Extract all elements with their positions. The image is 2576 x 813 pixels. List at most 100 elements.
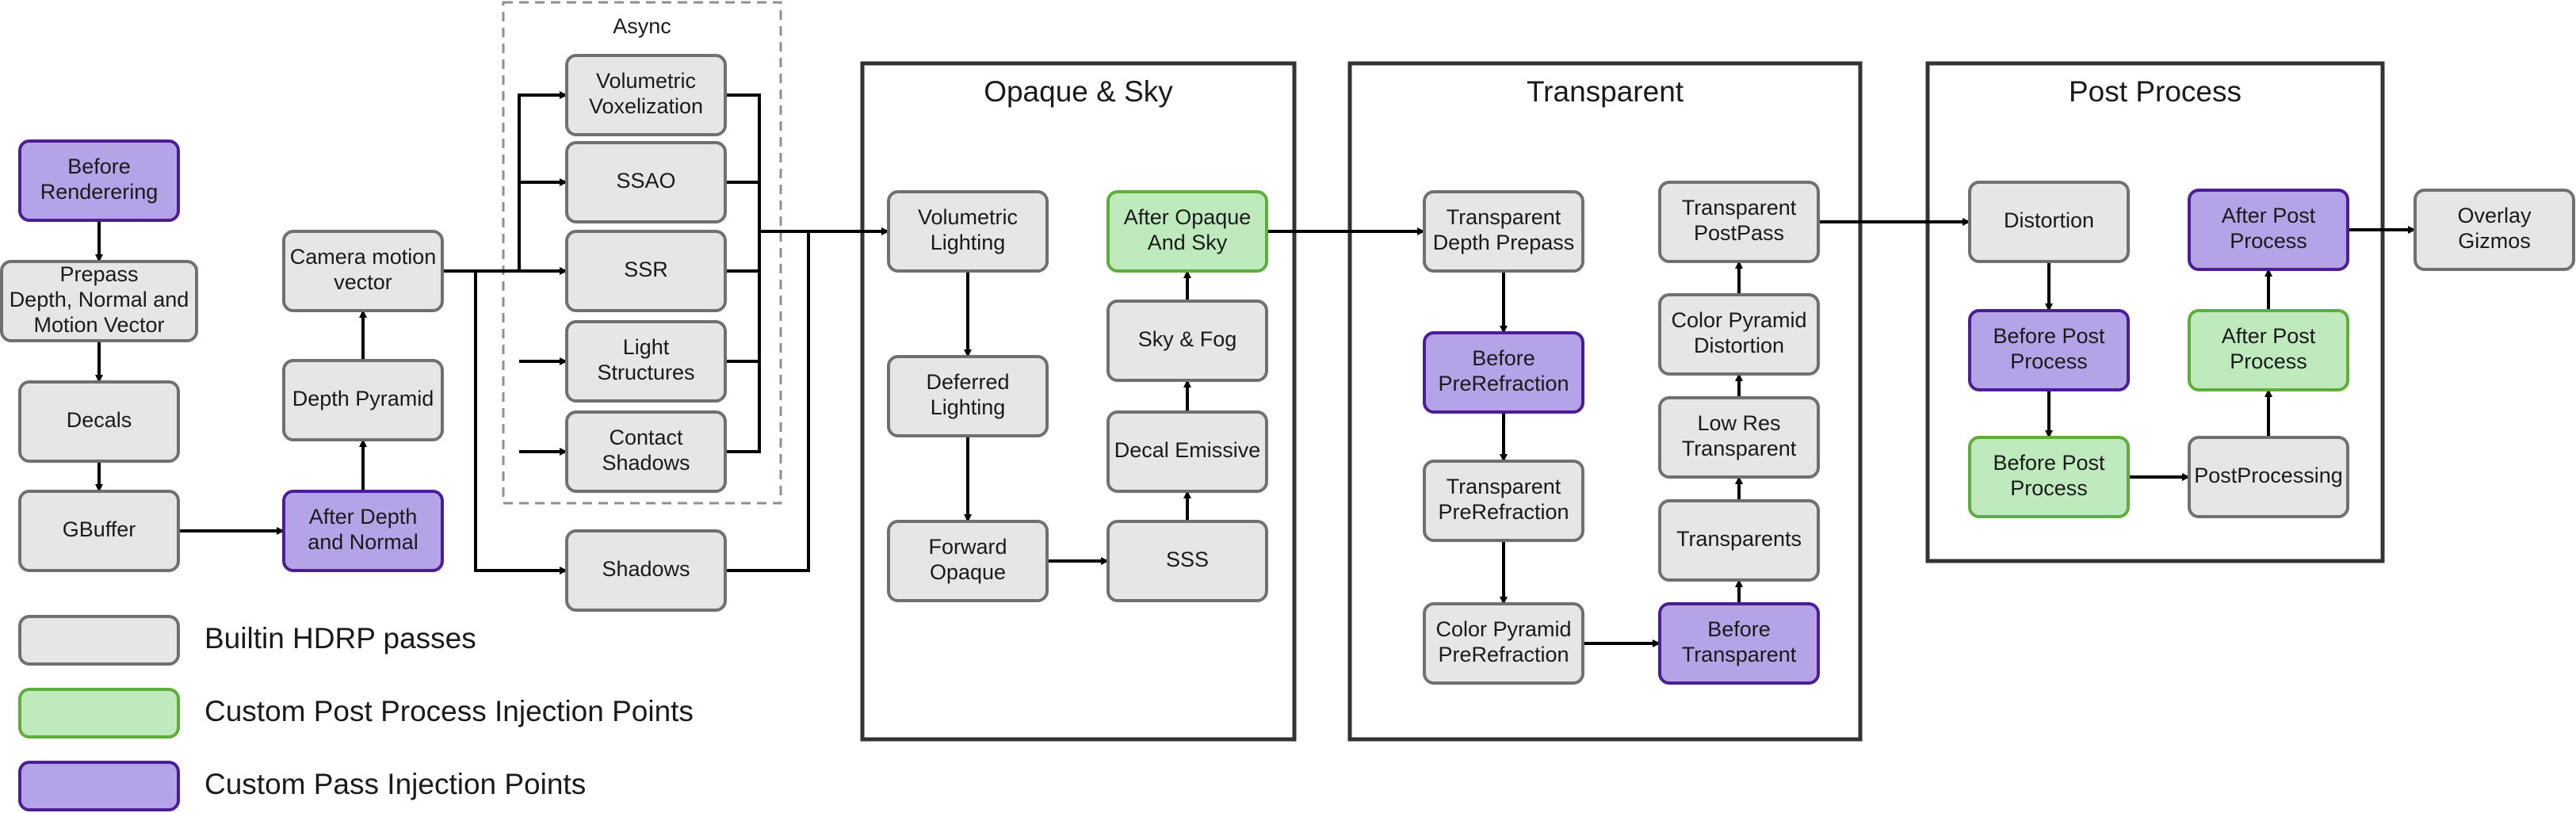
group-frame-opaque-sky <box>860 61 1297 742</box>
legend-label-builtin: Builtin HDRP passes <box>204 622 476 655</box>
node-ssr: SSR <box>565 230 727 312</box>
legend-label-post: Custom Post Process Injection Points <box>204 695 694 727</box>
node-before-post-process-injection: Before PostProcess <box>1968 436 2130 518</box>
node-label-after-depth-normal: and Normal <box>308 530 419 554</box>
node-label-color-pyr-prerefraction: Color Pyramid <box>1435 617 1571 641</box>
node-label-after-post-process-custom: After Post <box>2222 204 2316 227</box>
node-box-forward-opaque <box>887 520 1049 602</box>
group-frame-async <box>502 1 782 505</box>
node-label-before-prerefraction: PreRefraction <box>1438 372 1569 395</box>
node-label-transp-depth-prepass: Transparent <box>1447 205 1561 229</box>
node-label-light-structures: Light <box>623 335 670 359</box>
node-box-before-post-process-injection <box>1968 436 2130 518</box>
edges <box>95 91 2416 647</box>
node-label-postprocessing: PostProcessing <box>2194 464 2343 487</box>
node-label-forward-opaque: Forward <box>928 535 1007 559</box>
node-box-before-transparent <box>1658 602 1820 685</box>
node-label-sky-fog: Sky & Fog <box>1138 327 1237 351</box>
node-label-after-depth-normal: After Depth <box>309 505 418 529</box>
group-frame-transparent <box>1347 61 1863 742</box>
node-box-decal-emissive <box>1106 410 1268 493</box>
legend-swatch-builtin <box>18 615 180 666</box>
node-label-after-opaque-sky: And Sky <box>1148 231 1228 254</box>
legend-swatch-post <box>18 688 180 739</box>
node-label-forward-opaque: Opaque <box>930 560 1006 584</box>
node-label-before-rendering: Before <box>67 155 131 178</box>
node-postprocessing: PostProcessing <box>2188 436 2349 518</box>
node-before-post-process-custom: Before PostProcess <box>1968 309 2130 391</box>
group-title-opaque-sky: Opaque & Sky <box>984 75 1173 108</box>
node-label-low-res-transparent: Low Res <box>1697 411 1780 435</box>
group-title-transparent: Transparent <box>1527 75 1684 108</box>
node-label-deferred-lighting: Deferred <box>926 370 1009 394</box>
node-label-decals: Decals <box>67 408 132 432</box>
edge-async-bus <box>725 94 761 453</box>
node-label-low-res-transparent: Transparent <box>1682 437 1797 460</box>
node-label-contact-shadows: Contact <box>609 426 683 449</box>
node-decal-emissive: Decal Emissive <box>1106 410 1268 493</box>
node-label-vol-lighting: Lighting <box>931 231 1006 254</box>
node-box-overlay-gizmos <box>2414 189 2575 271</box>
node-box-transp-prerefraction <box>1423 460 1584 542</box>
node-after-post-process-custom: After PostProcess <box>2188 189 2349 271</box>
edge-shadows-to-vol-lighting <box>725 227 889 572</box>
node-label-camera-motion: vector <box>334 270 392 294</box>
node-label-after-post-process-injection: After Post <box>2222 324 2316 348</box>
node-label-vol-voxel: Volumetric <box>596 69 696 93</box>
node-label-prepass: Depth, Normal and <box>10 288 189 311</box>
node-label-camera-motion: Camera motion <box>290 245 437 269</box>
node-box-gbuffer <box>18 490 180 572</box>
group-title-post-process: Post Process <box>2069 75 2242 108</box>
node-box-ssao <box>565 141 727 223</box>
node-box-after-depth-normal <box>282 490 444 572</box>
node-label-before-post-process-injection: Before Post <box>1993 451 2105 475</box>
node-depth-pyramid: Depth Pyramid <box>282 359 444 441</box>
node-box-after-opaque-sky <box>1106 190 1268 273</box>
node-label-depth-pyramid: Depth Pyramid <box>292 387 434 410</box>
node-label-transp-depth-prepass: Depth Prepass <box>1433 231 1575 254</box>
legend-swatch-custom <box>18 761 180 811</box>
node-label-overlay-gizmos: Overlay <box>2457 204 2532 227</box>
node-distortion: Distortion <box>1968 181 2130 263</box>
node-label-sss: SSS <box>1166 548 1209 571</box>
node-box-after-post-process-custom <box>2188 189 2349 271</box>
node-label-vol-voxel: Voxelization <box>589 94 703 118</box>
node-box-vol-lighting <box>887 190 1049 273</box>
node-box-contact-shadows <box>565 410 727 493</box>
group-frame-post-process <box>1925 61 2385 563</box>
node-box-before-post-process-custom <box>1968 309 2130 391</box>
node-box-before-rendering <box>18 139 180 222</box>
node-label-vol-lighting: Volumetric <box>918 205 1018 229</box>
node-label-before-transparent: Before <box>1707 617 1771 641</box>
node-label-gbuffer: GBuffer <box>63 517 136 541</box>
node-label-after-opaque-sky: After Opaque <box>1124 205 1252 229</box>
node-box-shadows <box>565 529 727 612</box>
node-transparents: Transparents <box>1658 499 1820 582</box>
node-label-distortion: Distortion <box>2004 208 2094 232</box>
node-box-transp-postpass <box>1658 181 1820 263</box>
node-label-transparents: Transparents <box>1676 527 1802 551</box>
node-label-overlay-gizmos: Gizmos <box>2458 229 2531 253</box>
node-label-after-post-process-injection: Process <box>2230 349 2307 373</box>
node-box-camera-motion <box>282 230 444 312</box>
node-label-before-post-process-injection: Process <box>2010 476 2088 500</box>
node-label-ssao: SSAO <box>616 169 675 193</box>
group-title-async: Async <box>613 14 671 38</box>
node-label-light-structures: Structures <box>597 361 694 384</box>
node-label-transp-prerefraction: PreRefraction <box>1438 500 1569 524</box>
